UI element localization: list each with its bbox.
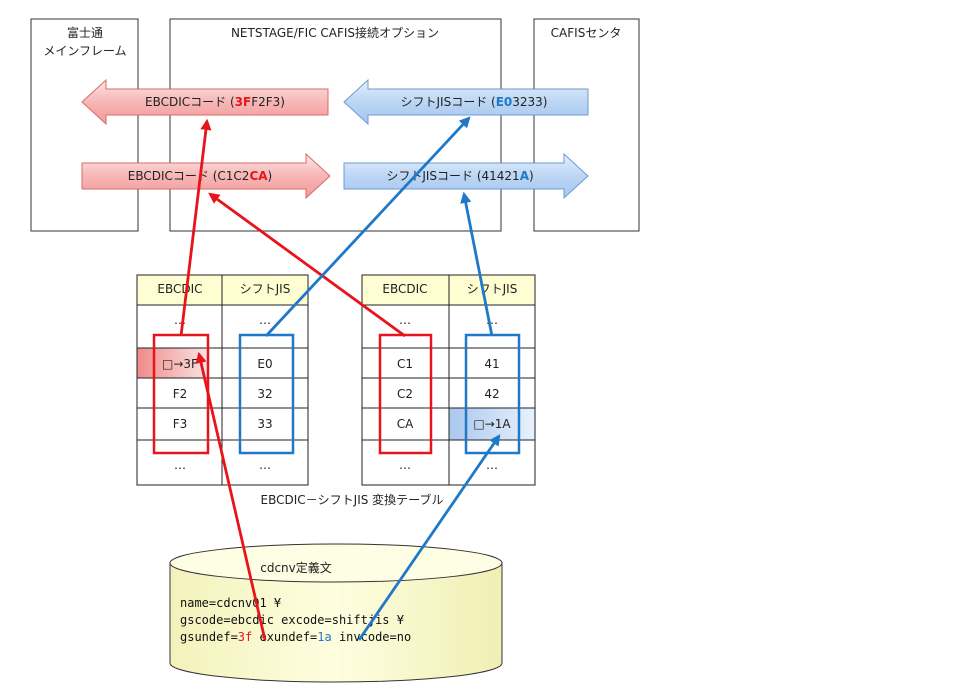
blue-connectors: [264, 116, 501, 641]
sjis-top-rest: 3233): [512, 95, 547, 109]
svg-text:EBCDICコード (C1C2CA): EBCDICコード (C1C2CA): [128, 169, 272, 183]
mainframe-label-line2: メインフレーム: [43, 44, 126, 58]
sjis-top-prefix: シフトJISコード (: [401, 95, 496, 109]
table1-cell: F3: [173, 417, 188, 431]
sjis-bottom-highlight: A: [520, 169, 530, 183]
table2-header-sjis: シフトJIS: [467, 282, 518, 296]
cdcnv-invcode: invcode=no: [332, 630, 411, 644]
table2-cell: …: [399, 458, 411, 472]
red-connector-table2: [208, 192, 406, 338]
blue-connector-table1: [264, 116, 471, 337]
red-connector-table1: [179, 118, 212, 337]
ebcdic-bottom-prefix: EBCDICコード (C1C2: [128, 169, 250, 183]
table2-cell: C2: [397, 387, 413, 401]
table1-cell: …: [259, 458, 271, 472]
ebcdic-top-highlight: 3F: [235, 95, 252, 109]
sjis-arrow-from-cafis: シフトJISコード (E03233): [343, 78, 589, 126]
table2-cell: □→1A: [473, 417, 511, 431]
cdcnv-gsundef-key: gsundef=: [180, 630, 238, 644]
mainframe-box: 富士通 メインフレーム: [30, 18, 139, 232]
cafis-center-box: CAFISセンタ: [533, 18, 640, 232]
cdcnv-line-3: gsundef=3f exundef=1a invcode=no: [180, 630, 411, 644]
table-caption: EBCDIC－シフトJIS 変換テーブル: [261, 492, 444, 507]
table2-header-ebcdic: EBCDIC: [382, 282, 427, 296]
table2-cell: …: [399, 313, 411, 327]
ebcdic-bottom-rest: ): [268, 169, 273, 183]
svg-text:EBCDICコード (3FF2F3): EBCDICコード (3FF2F3): [145, 95, 285, 109]
cafis-option-label: NETSTAGE/FIC CAFIS接続オプション: [231, 25, 439, 40]
sjis-bottom-rest: ): [529, 169, 534, 183]
svg-text:シフトJISコード (E03233): シフトJISコード (E03233): [401, 95, 548, 109]
ebcdic-arrow-from-mainframe: EBCDICコード (C1C2CA): [81, 152, 331, 200]
cdcnv-title: cdcnv定義文: [260, 560, 332, 575]
table1-cell: E0: [257, 357, 272, 371]
blue-connector-exundef: [357, 434, 501, 641]
cafis-option-box: NETSTAGE/FIC CAFIS接続オプション: [169, 18, 502, 232]
cdcnv-exundef-value: 1a: [317, 630, 331, 644]
table2-cell: CA: [397, 417, 414, 431]
ebcdic-bottom-highlight: CA: [249, 169, 268, 183]
red-connectors: [179, 118, 406, 641]
ebcdic-top-prefix: EBCDICコード (: [145, 95, 235, 109]
red-connector-gsundef: [195, 351, 267, 641]
table1-cell: …: [259, 313, 271, 327]
conversion-table-1: EBCDIC シフトJIS … … □→3F E0 F2 32 F3 33 … …: [136, 274, 309, 486]
table2-cell: C1: [397, 357, 413, 371]
cdcnv-definition-cylinder: cdcnv定義文 name=cdcnv01 ¥ gscode=ebcdic ex…: [169, 543, 503, 683]
cdcnv-exundef-key: exundef=: [252, 630, 317, 644]
svg-text:シフトJISコード (41421A): シフトJISコード (41421A): [386, 169, 533, 183]
table1-cell: □→3F: [162, 357, 198, 371]
cdcnv-line-2: gscode=ebcdic excode=shiftjis ¥: [180, 613, 405, 627]
table1-header-sjis: シフトJIS: [240, 282, 291, 296]
mainframe-label-line1: 富士通: [67, 25, 103, 40]
conversion-table-2: EBCDIC シフトJIS … … C1 41 C2 42 CA □→1A … …: [361, 274, 536, 486]
table1-header-ebcdic: EBCDIC: [157, 282, 202, 296]
table1-cell: …: [174, 458, 186, 472]
cdcnv-line-1: name=cdcnv01 ¥: [180, 596, 282, 610]
table2-cell: 42: [484, 387, 499, 401]
ebcdic-top-rest: F2F3): [251, 95, 285, 109]
blue-connector-table2: [460, 191, 494, 337]
cafis-center-label: CAFISセンタ: [551, 26, 622, 40]
sjis-top-highlight: E0: [496, 95, 513, 109]
table1-cell: F2: [173, 387, 188, 401]
sjis-bottom-prefix: シフトJISコード (41421: [386, 169, 519, 183]
table1-cell: 33: [257, 417, 272, 431]
table2-cell: 41: [484, 357, 499, 371]
ebcdic-arrow-to-mainframe: EBCDICコード (3FF2F3): [81, 78, 329, 126]
table1-cell: 32: [257, 387, 272, 401]
cdcnv-gsundef-value: 3f: [238, 630, 252, 644]
table2-cell: …: [486, 458, 498, 472]
